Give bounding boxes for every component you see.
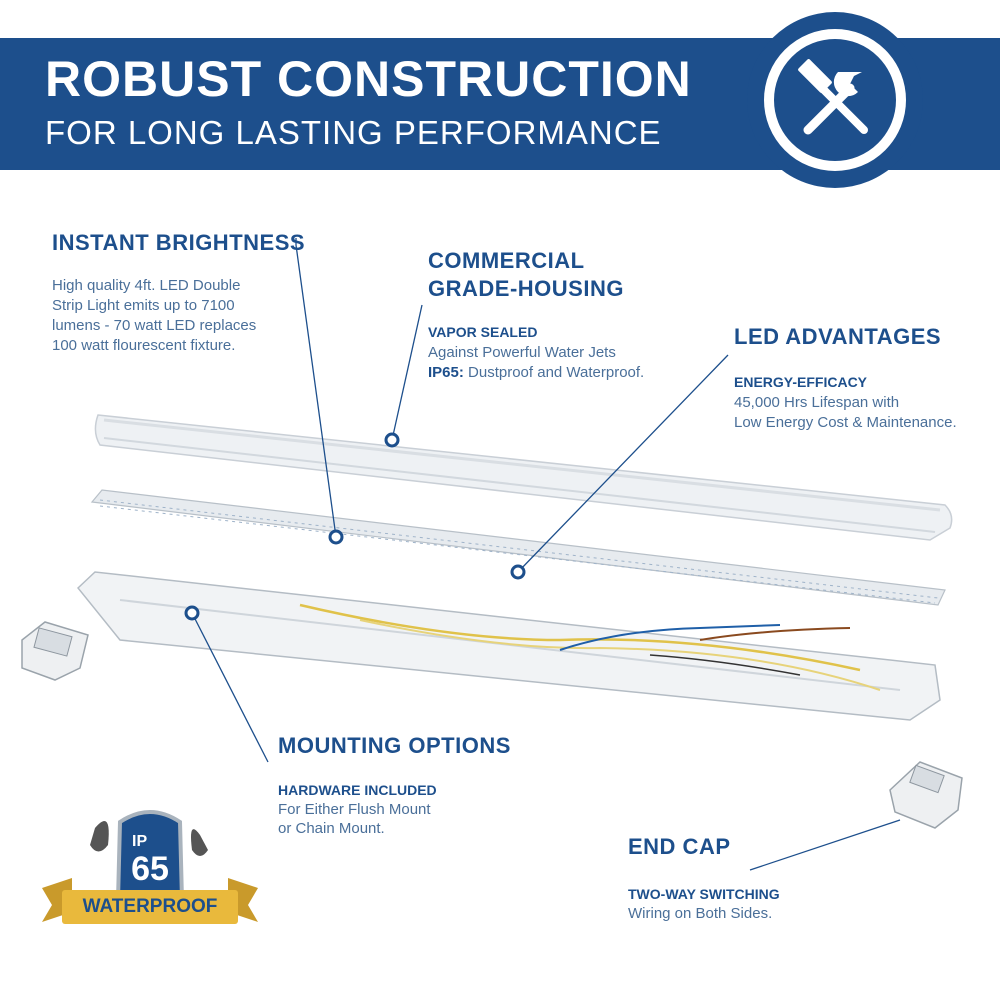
end-cap-left bbox=[21, 621, 89, 681]
page-subtitle: FOR LONG LASTING PERFORMANCE bbox=[45, 114, 662, 151]
end-cap-heading: END CAP bbox=[628, 834, 731, 859]
commercial-housing-line-2: IP65: Dustproof and Waterproof. bbox=[428, 363, 644, 383]
mounting-options-line-2: or Chain Mount. bbox=[278, 820, 385, 837]
ip65-label: IP65: bbox=[428, 364, 464, 381]
ip65-description: Dustproof and Waterproof. bbox=[463, 364, 645, 381]
diffuser-cover bbox=[94, 414, 953, 541]
commercial-housing-heading-2: GRADE-HOUSING bbox=[428, 276, 624, 301]
badge-rating-text: 65 bbox=[131, 850, 169, 888]
instant-brightness-line-4: 100 watt flourescent fixture. bbox=[52, 337, 236, 354]
led-strip-board bbox=[90, 489, 946, 606]
callout-lines bbox=[191, 238, 901, 871]
mounting-options-line-1: For Either Flush Mount bbox=[278, 801, 431, 818]
instant-brightness-line-1: High quality 4ft. LED Double bbox=[52, 277, 241, 294]
fixture-housing bbox=[76, 571, 941, 721]
badge-ip-text: IP bbox=[132, 833, 148, 850]
instant-brightness-line-2: Strip Light emits up to 7100 bbox=[52, 297, 235, 314]
two-way-switching-subheading: TWO-WAY SWITCHING bbox=[628, 886, 780, 902]
end-cap-line-1: Wiring on Both Sides. bbox=[628, 905, 773, 922]
mounting-options-heading: MOUNTING OPTIONS bbox=[278, 733, 511, 758]
ip65-badge bbox=[42, 810, 258, 924]
leader-end-cap bbox=[749, 819, 901, 871]
commercial-housing-line-1: Against Powerful Water Jets bbox=[428, 344, 616, 361]
commercial-housing-heading-1: COMMERCIAL bbox=[428, 248, 585, 273]
hardware-included-subheading: HARDWARE INCLUDED bbox=[278, 782, 437, 798]
end-cap-right bbox=[889, 761, 963, 829]
led-advantages-line-2: Low Energy Cost & Maintenance. bbox=[734, 414, 957, 431]
instant-brightness-heading: INSTANT BRIGHTNESS bbox=[52, 230, 306, 255]
led-advantages-heading: LED ADVANTAGES bbox=[734, 324, 942, 349]
leader-instant-brightness bbox=[295, 238, 337, 538]
page-title: ROBUST CONSTRUCTION bbox=[45, 51, 692, 107]
callout-dots bbox=[184, 432, 526, 621]
leader-led-advantages bbox=[517, 354, 729, 573]
vapor-sealed-subheading: VAPOR SEALED bbox=[428, 324, 538, 340]
badge-waterproof-text: WATERPROOF bbox=[82, 896, 218, 917]
instant-brightness-line-3: lumens - 70 watt LED replaces bbox=[52, 317, 257, 334]
energy-efficacy-subheading: ENERGY-EFFICACY bbox=[734, 374, 868, 390]
leader-mounting-options bbox=[191, 612, 269, 763]
leader-commercial-housing bbox=[391, 304, 423, 441]
led-advantages-line-1: 45,000 Hrs Lifespan with bbox=[734, 394, 900, 411]
wrench-hammer-icon bbox=[798, 59, 868, 135]
